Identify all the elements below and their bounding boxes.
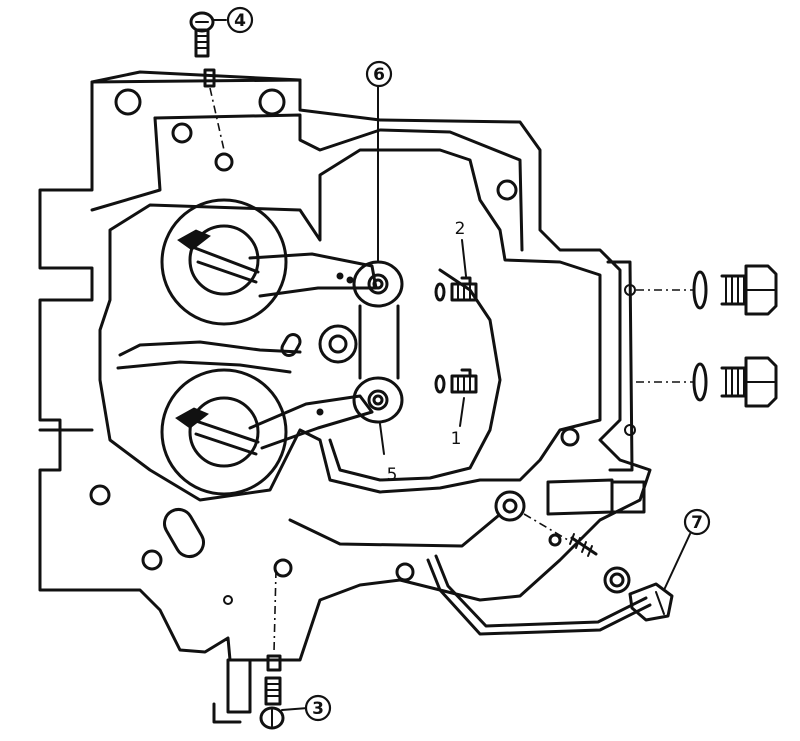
callout-6: 6: [365, 60, 393, 88]
jet-assemblies: [434, 276, 478, 394]
lower-throttle-barrel: [160, 368, 288, 496]
svg-text:5: 5: [387, 465, 398, 485]
callout-leaders: [212, 19, 691, 711]
callout-2: 2: [455, 219, 466, 239]
svg-text:3: 3: [312, 699, 324, 719]
callout-1: 1: [451, 429, 462, 449]
svg-text:4: 4: [234, 11, 246, 31]
carburetor-body: [38, 70, 652, 724]
bottom-screw: [259, 569, 285, 730]
callout-3: 3: [304, 694, 332, 722]
plug-bolt-upper: [692, 264, 778, 316]
plug-bolt-lower: [692, 356, 778, 408]
upper-throttle-barrel: [160, 198, 288, 326]
callout-5: 5: [387, 465, 398, 485]
callout-7: 7: [683, 508, 711, 536]
svg-text:6: 6: [373, 65, 385, 85]
svg-text:2: 2: [455, 219, 466, 239]
idle-screw-assembly: [523, 513, 674, 622]
fuel-pipe: [288, 490, 652, 636]
callout-4: 4: [226, 6, 254, 34]
top-screw: [189, 11, 225, 151]
screw-holes: [89, 122, 580, 605]
svg-text:7: 7: [691, 513, 703, 533]
svg-text:1: 1: [451, 429, 462, 449]
throttle-levers: [248, 252, 404, 450]
